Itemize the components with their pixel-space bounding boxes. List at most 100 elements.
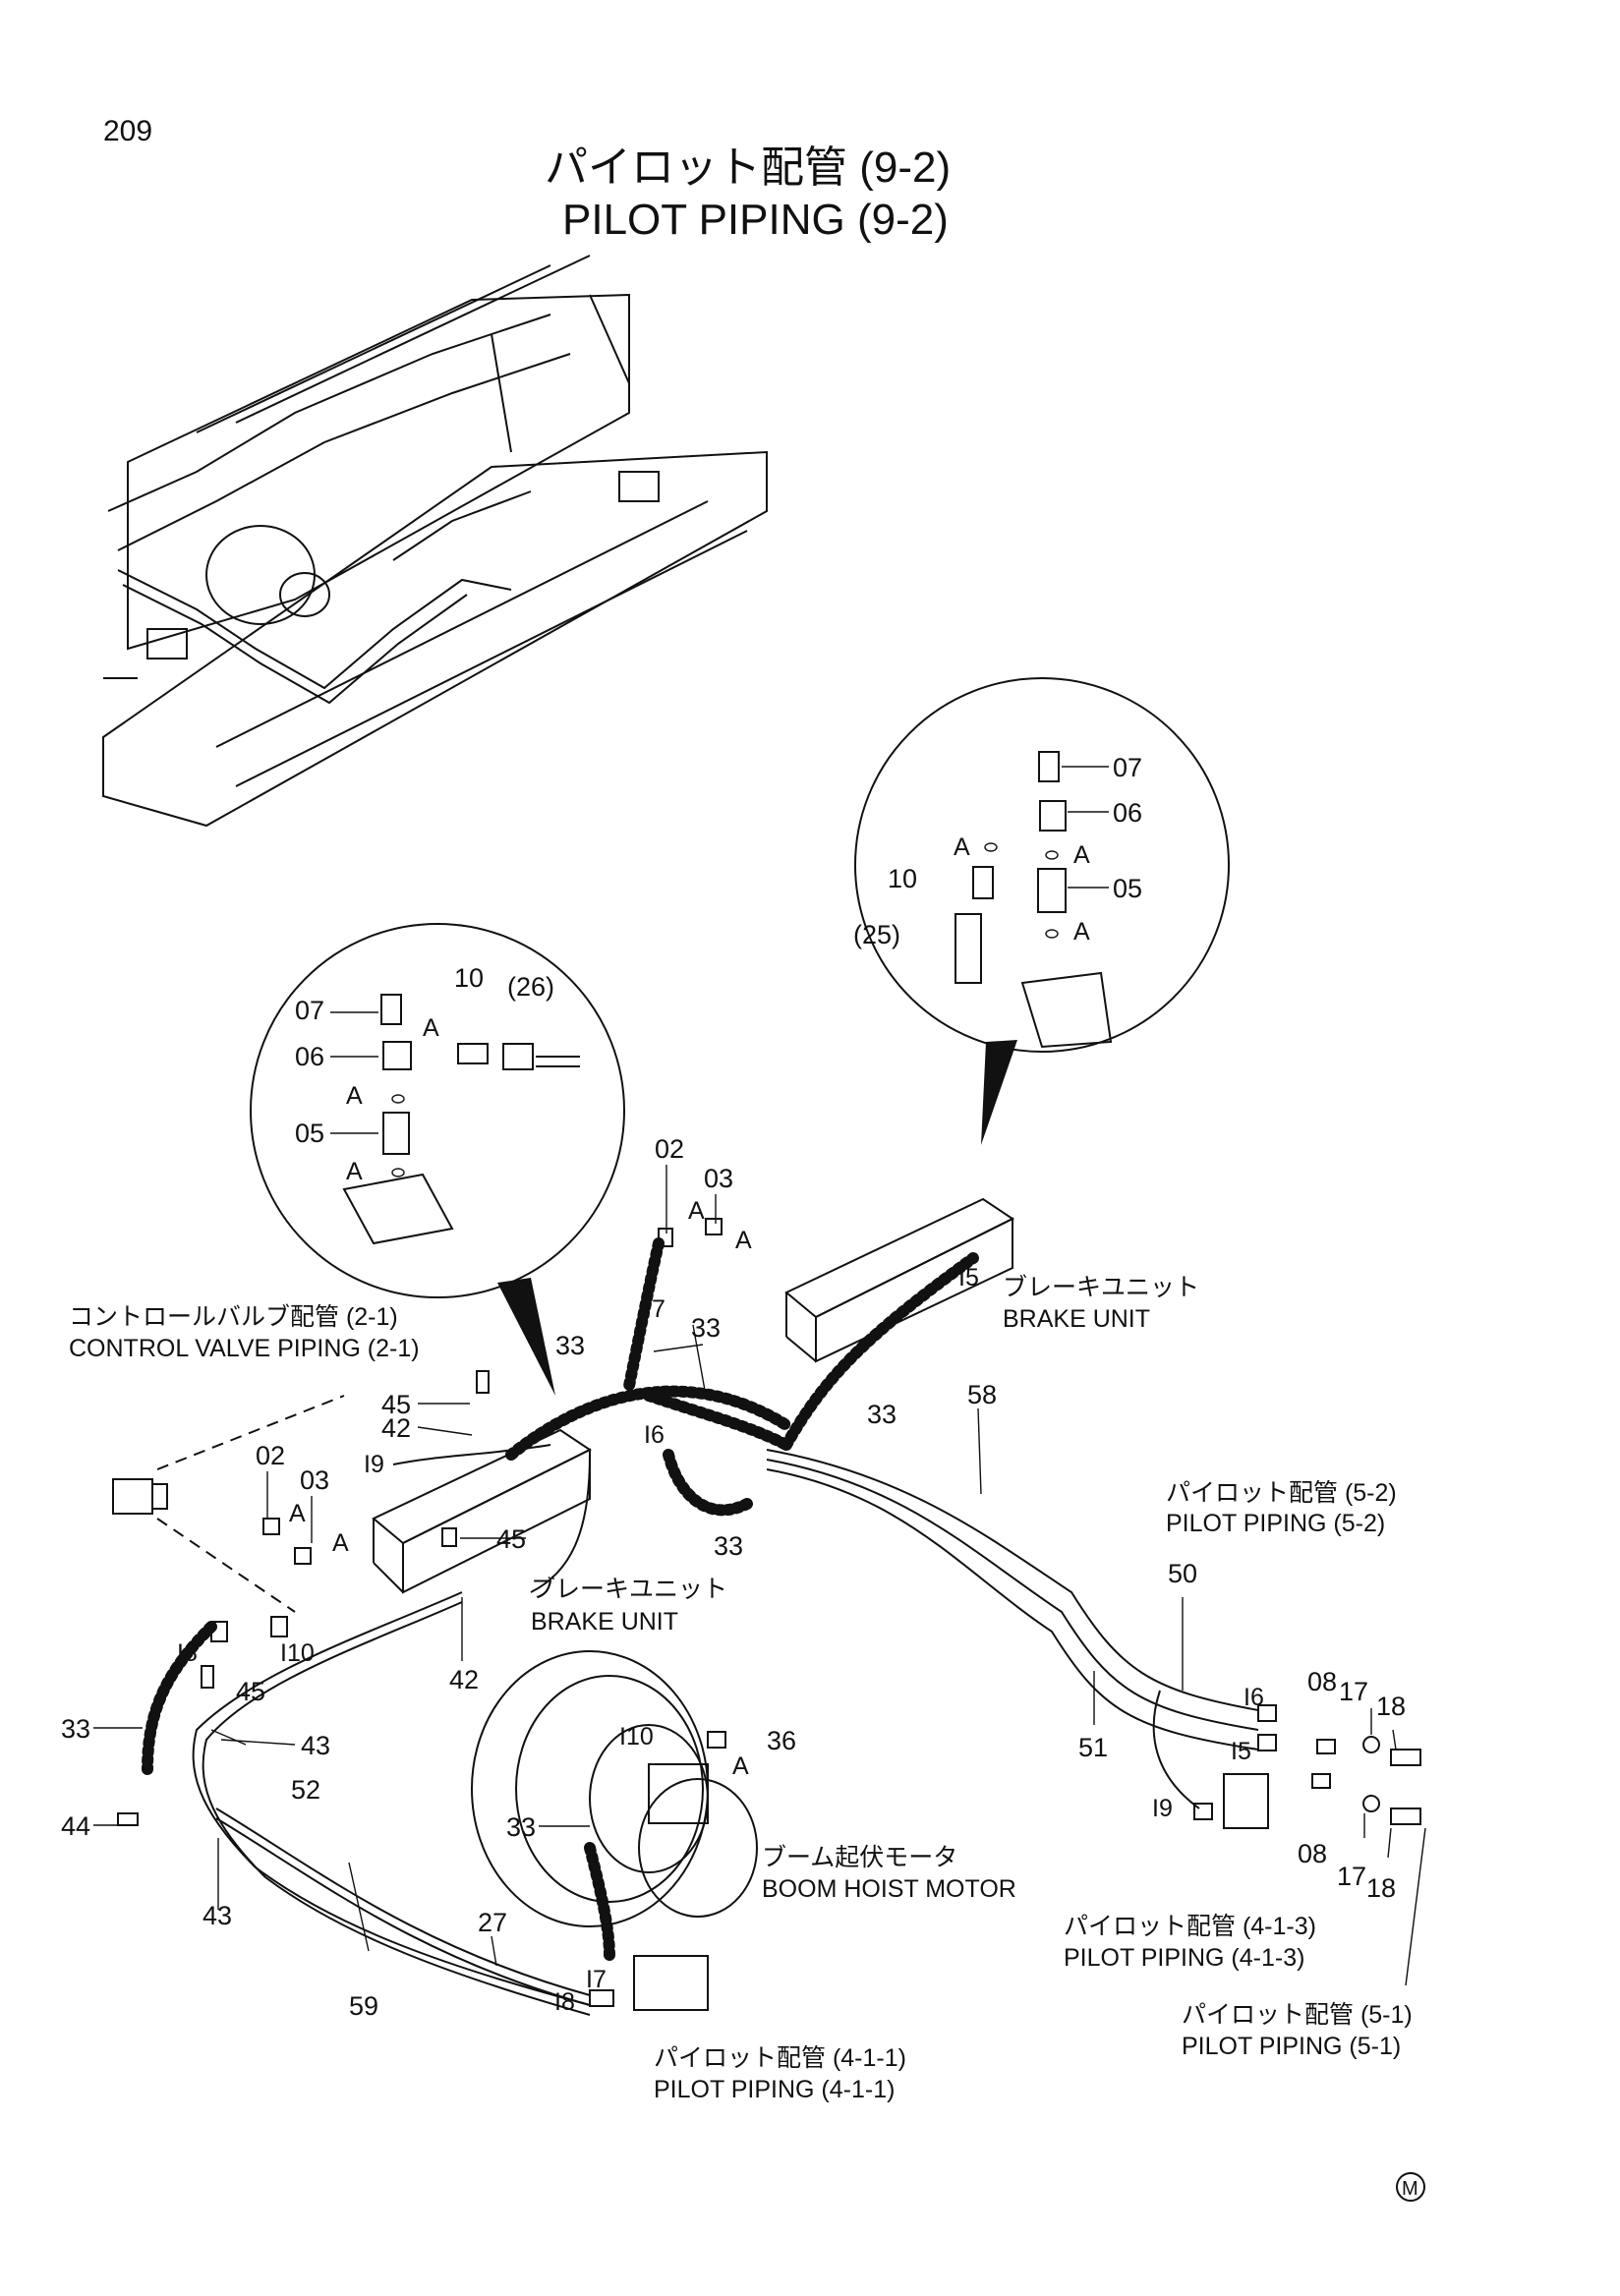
part-26-label: (26) — [507, 972, 554, 1002]
pilot-block-4-1-1 — [633, 1955, 709, 2011]
port-i10-label: I10 — [280, 1639, 315, 1667]
part-05-label: 05 — [1113, 874, 1142, 903]
pilot-piping-4-1-3-en: PILOT PIPING (4-1-3) — [1064, 1944, 1304, 1972]
tube-bundle-58-51 — [766, 1449, 1259, 1809]
ref-a-label: A — [289, 1500, 306, 1527]
part-02-label: 02 — [256, 1441, 285, 1470]
circled-m-mark: M — [1396, 2172, 1425, 2202]
part-42-label: 42 — [449, 1665, 479, 1694]
part-07-label: 07 — [1113, 753, 1142, 782]
pilot-block-4-1-3 — [1223, 1773, 1269, 1829]
part-25-label: (25) — [853, 920, 900, 949]
leader-lines — [93, 1324, 1426, 1986]
ref-a-label: A — [732, 1752, 749, 1780]
part-27-label: 27 — [478, 1908, 507, 1937]
detail-circle-right: 07 06 A 05 A A 10 (25) — [853, 677, 1230, 1145]
part-43-label: 43 — [202, 1901, 232, 1930]
port-i8-label: I8 — [554, 1988, 575, 2016]
port-i7-label: I7 — [586, 1966, 607, 1993]
part-02-label: 02 — [655, 1134, 684, 1164]
part-36-label: 36 — [767, 1726, 796, 1755]
part-03-label: 03 — [704, 1164, 733, 1193]
ref-a-label: A — [1073, 841, 1090, 869]
part-33-label: 33 — [691, 1313, 721, 1343]
part-17-label: 17 — [1337, 1862, 1366, 1891]
ref-a-label: A — [346, 1082, 363, 1110]
title-english: PILOT PIPING (9-2) — [562, 196, 949, 244]
part-45-label: 45 — [496, 1524, 526, 1554]
port-i8-label: I8 — [177, 1639, 198, 1667]
port-i9-label: I9 — [364, 1451, 384, 1478]
detail-circle-left: 07 06 A 05 A 10 (26) A — [250, 923, 625, 1396]
misc-pipe-segments — [392, 1444, 591, 1593]
mark-letter: M — [1402, 2178, 1418, 2200]
part-50-label: 50 — [1168, 1559, 1197, 1588]
part-52-label: 52 — [291, 1775, 320, 1805]
port-i10-label: I10 — [619, 1723, 654, 1751]
part-17-label: 17 — [1339, 1677, 1368, 1706]
boom-hoist-motor-en: BOOM HOIST MOTOR — [762, 1875, 1016, 1903]
ref-a-label: A — [688, 1197, 705, 1225]
pilot-piping-4-1-1-en: PILOT PIPING (4-1-1) — [654, 2076, 895, 2103]
pilot-piping-5-1-jp: パイロット配管 (5-1) — [1182, 2001, 1413, 2029]
brake-unit-left-drawing — [372, 1428, 592, 1594]
ref-a-label: A — [346, 1158, 363, 1185]
part-33-label: 33 — [867, 1400, 897, 1429]
control-valve-block-drawing — [112, 1395, 345, 1613]
part-44-label: 44 — [61, 1811, 90, 1841]
part-33-label: 33 — [714, 1531, 743, 1561]
fittings — [117, 1218, 1421, 2007]
ref-a-label: A — [735, 1227, 752, 1254]
ref-a-label: A — [423, 1014, 439, 1042]
part-18-label: 18 — [1376, 1692, 1406, 1721]
part-08-label: 08 — [1298, 1839, 1327, 1868]
port-i5-label: I5 — [958, 1264, 979, 1292]
part-06-label: 06 — [295, 1042, 324, 1071]
part-18-label: 18 — [1366, 1873, 1396, 1903]
ref-a-label: A — [954, 833, 970, 861]
control-valve-piping-en: CONTROL VALVE PIPING (2-1) — [69, 1335, 420, 1362]
brake-unit-right-en: BRAKE UNIT — [1003, 1305, 1150, 1333]
part-08-label: 08 — [1307, 1667, 1337, 1696]
control-valve-piping-jp: コントロールバルブ配管 (2-1) — [69, 1303, 398, 1331]
boom-hoist-motor-drawing — [471, 1650, 758, 1927]
part-06-label: 06 — [1113, 798, 1142, 828]
pilot-piping-5-1-en: PILOT PIPING (5-1) — [1182, 2033, 1401, 2060]
part-33-label: 33 — [506, 1812, 536, 1842]
part-07-label: 07 — [295, 996, 324, 1025]
brake-unit-right-jp: ブレーキユニット — [1003, 1274, 1199, 1301]
brake-unit-left-en: BRAKE UNIT — [531, 1608, 678, 1636]
part-43-label: 43 — [301, 1731, 330, 1760]
port-i9-label: I9 — [1152, 1795, 1173, 1822]
port-i6-label: I6 — [644, 1421, 665, 1449]
tube-bundle-52-59 — [192, 1591, 591, 2016]
title-japanese: パイロット配管 (9-2) — [545, 144, 951, 192]
part-10-label: 10 — [454, 963, 484, 993]
chassis-overview-illustration — [102, 255, 768, 828]
part-42-label: 42 — [381, 1413, 411, 1443]
part-45-label: 45 — [381, 1390, 411, 1419]
brake-unit-left-jp: ブレーキユニット — [531, 1576, 727, 1603]
boom-hoist-motor-jp: ブーム起伏モータ — [762, 1844, 957, 1871]
part-05-label: 05 — [295, 1119, 324, 1148]
page-number: 209 — [103, 115, 152, 147]
part-33-label: 33 — [61, 1714, 90, 1744]
pilot-piping-4-1-1-jp: パイロット配管 (4-1-1) — [654, 2044, 906, 2072]
pilot-piping-5-2-jp: パイロット配管 (5-2) — [1166, 1479, 1397, 1507]
brake-unit-right-drawing — [784, 1197, 1014, 1363]
port-i7-label: I7 — [645, 1295, 665, 1323]
port-i6-label: I6 — [1244, 1684, 1264, 1711]
pilot-piping-5-2-en: PILOT PIPING (5-2) — [1166, 1510, 1385, 1537]
part-58-label: 58 — [967, 1380, 997, 1409]
ref-a-label: A — [1073, 918, 1090, 946]
part-45-label: 45 — [236, 1677, 265, 1706]
part-10-label: 10 — [888, 864, 917, 893]
part-03-label: 03 — [300, 1465, 329, 1495]
hose-33-routing — [142, 1237, 979, 1962]
pilot-piping-4-1-3-jp: パイロット配管 (4-1-3) — [1064, 1913, 1316, 1940]
part-33-label: 33 — [555, 1331, 585, 1360]
ref-a-label: A — [332, 1529, 349, 1557]
part-51-label: 51 — [1078, 1733, 1108, 1762]
